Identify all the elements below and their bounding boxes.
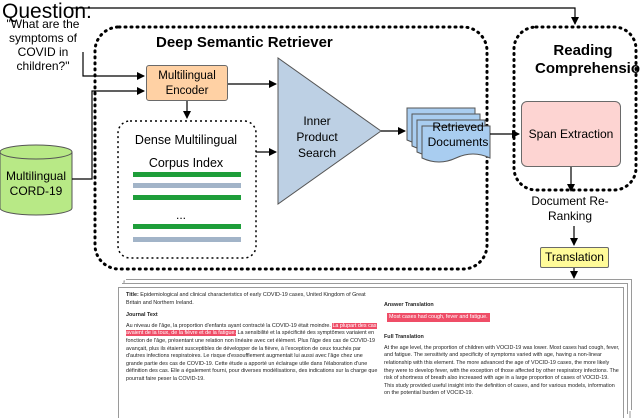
document-reranking-label: Document Re-Ranking <box>531 194 609 223</box>
reading-comprehension-container <box>512 25 638 192</box>
retrieved-documents-stack <box>406 107 491 163</box>
document-right-column: Answer Translation Most cases had cough,… <box>384 302 620 398</box>
dense-vectors <box>133 172 241 242</box>
journal-text-body: Au niveau de l'âge, la proportion d'enfa… <box>126 322 378 384</box>
connectors <box>72 7 579 279</box>
translation-box: Translation <box>540 247 609 268</box>
cord19-cylinder <box>0 144 73 216</box>
vector-bar <box>133 224 241 229</box>
cord19-label: Multilingual CORD-19 <box>5 169 67 198</box>
multilingual-encoder-box: Multilingual Encoder <box>146 65 228 101</box>
inner-product-search-label: Inner Product Search <box>296 114 338 160</box>
journal-text-post: La sensibilité et la spécificité des sym… <box>126 330 378 382</box>
document-title-prefix: Title: <box>126 292 139 298</box>
vector-bar <box>133 183 241 188</box>
span-extraction-box: Span Extraction <box>521 101 621 167</box>
retriever-container <box>93 25 489 271</box>
document-left-column: Title: Epidemiological and clinical char… <box>126 292 378 384</box>
vector-bar <box>133 195 241 200</box>
inner-product-search-triangle <box>277 57 382 205</box>
corpus-index-container <box>117 120 257 259</box>
reading-comprehension-title: Reading Comprehension <box>535 42 640 77</box>
answer-translation-highlight: Most cases had cough, fever and fatigue. <box>387 312 490 323</box>
retrieved-documents-label: Retrieved Documents <box>427 120 489 149</box>
vector-bar <box>133 172 241 177</box>
vector-ellipsis: ... <box>176 208 187 222</box>
journal-text-heading: Journal Text <box>126 312 158 319</box>
document-back-sheet <box>123 280 631 418</box>
journal-text-pre: Au niveau de l'âge, la proportion d'enfa… <box>126 322 331 329</box>
question-title: Question: <box>2 0 92 23</box>
full-translation-heading: Full Translation <box>384 334 424 341</box>
question-text: "What are the symptoms of COVID in child… <box>6 17 80 73</box>
retriever-title: Deep Semantic Retriever <box>156 34 333 51</box>
output-document: Title: Epidemiological and clinical char… <box>118 287 624 418</box>
vector-bar <box>133 237 241 242</box>
answer-translation-heading: Answer Translation <box>384 302 434 308</box>
corpus-index-label: Dense Multilingual Corpus Index <box>134 133 238 170</box>
document-title: Title: Epidemiological and clinical char… <box>126 292 378 307</box>
document-title-text: Epidemiological and clinical characteris… <box>126 292 366 306</box>
full-translation-body: At the age level, the proportion of chil… <box>384 344 620 397</box>
